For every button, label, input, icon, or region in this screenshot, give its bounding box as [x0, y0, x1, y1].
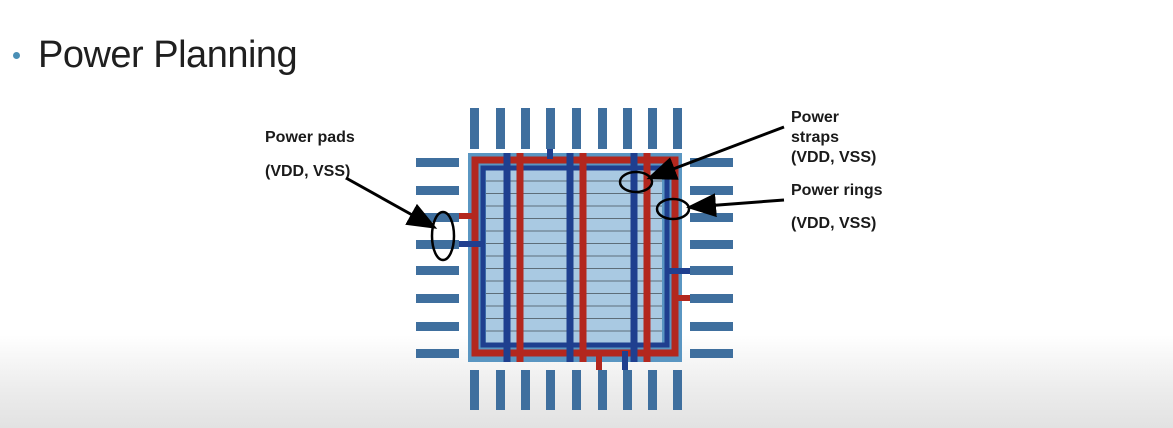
- power-straps-label-line1: Power: [791, 109, 840, 126]
- pad-link: [459, 241, 485, 247]
- io-pad: [496, 108, 505, 149]
- bottom-io-pads: [470, 370, 682, 410]
- left-io-pads: [416, 158, 459, 358]
- io-pad: [690, 322, 733, 331]
- power-pads-arrow: [345, 176, 438, 229]
- io-pad: [673, 108, 682, 149]
- power-strap: [516, 153, 524, 362]
- callouts: [345, 125, 785, 262]
- io-pad: [598, 370, 607, 410]
- io-pad: [648, 370, 657, 410]
- power-rings-label: Power rings: [791, 182, 883, 199]
- io-pad: [416, 294, 459, 303]
- io-pad: [623, 108, 632, 149]
- power-straps: [503, 153, 651, 362]
- io-pad: [546, 370, 555, 410]
- io-pad: [572, 370, 581, 410]
- power-pads-label: Power pads: [265, 129, 355, 146]
- io-pad: [416, 158, 459, 167]
- pad-link: [672, 295, 690, 301]
- io-pad: [416, 266, 459, 275]
- io-pad: [416, 322, 459, 331]
- io-pad: [598, 108, 607, 149]
- pad-link: [596, 351, 602, 370]
- power-strap: [503, 153, 511, 362]
- io-pad: [416, 186, 459, 195]
- pad-link: [622, 351, 628, 370]
- io-pad: [416, 213, 459, 222]
- power-pads-highlight: [430, 210, 456, 262]
- top-io-pads: [470, 108, 682, 149]
- power-strap: [579, 153, 587, 362]
- right-io-pads: [690, 158, 733, 358]
- power-rings: [471, 156, 679, 357]
- pad-link: [459, 213, 477, 219]
- io-pad: [690, 294, 733, 303]
- io-pad: [623, 370, 632, 410]
- power-strap: [630, 153, 638, 362]
- power-straps-highlight: [618, 170, 654, 194]
- io-pad: [690, 186, 733, 195]
- io-pad: [521, 370, 530, 410]
- io-pad: [521, 108, 530, 149]
- power-straps-label-line2: straps: [791, 129, 840, 146]
- io-pad: [690, 266, 733, 275]
- power-straps-arrow: [646, 125, 785, 180]
- title-bullet: [13, 52, 20, 59]
- io-pad: [648, 108, 657, 149]
- power-straps-sublabel: (VDD, VSS): [791, 149, 877, 166]
- io-pad: [673, 370, 682, 410]
- power-rings-arrow: [686, 193, 785, 218]
- power-pads-sublabel: (VDD, VSS): [265, 163, 351, 180]
- pad-link: [547, 149, 553, 159]
- io-pad: [416, 349, 459, 358]
- io-pad: [470, 108, 479, 149]
- power-rings-sublabel: (VDD, VSS): [791, 215, 877, 232]
- io-pad: [690, 349, 733, 358]
- vss-ring: [480, 165, 670, 348]
- vdd-ring: [471, 156, 679, 357]
- slide-title: Power Planning: [38, 34, 298, 76]
- io-pad: [572, 108, 581, 149]
- io-pad: [470, 370, 479, 410]
- power-strap: [643, 153, 651, 362]
- io-pad: [416, 240, 459, 249]
- pad-link: [669, 268, 690, 274]
- power-strap: [566, 153, 574, 362]
- io-pad: [546, 108, 555, 149]
- pad-connections: [459, 149, 690, 370]
- io-pad: [690, 213, 733, 222]
- io-pad: [496, 370, 505, 410]
- io-pad: [690, 240, 733, 249]
- io-pad: [690, 158, 733, 167]
